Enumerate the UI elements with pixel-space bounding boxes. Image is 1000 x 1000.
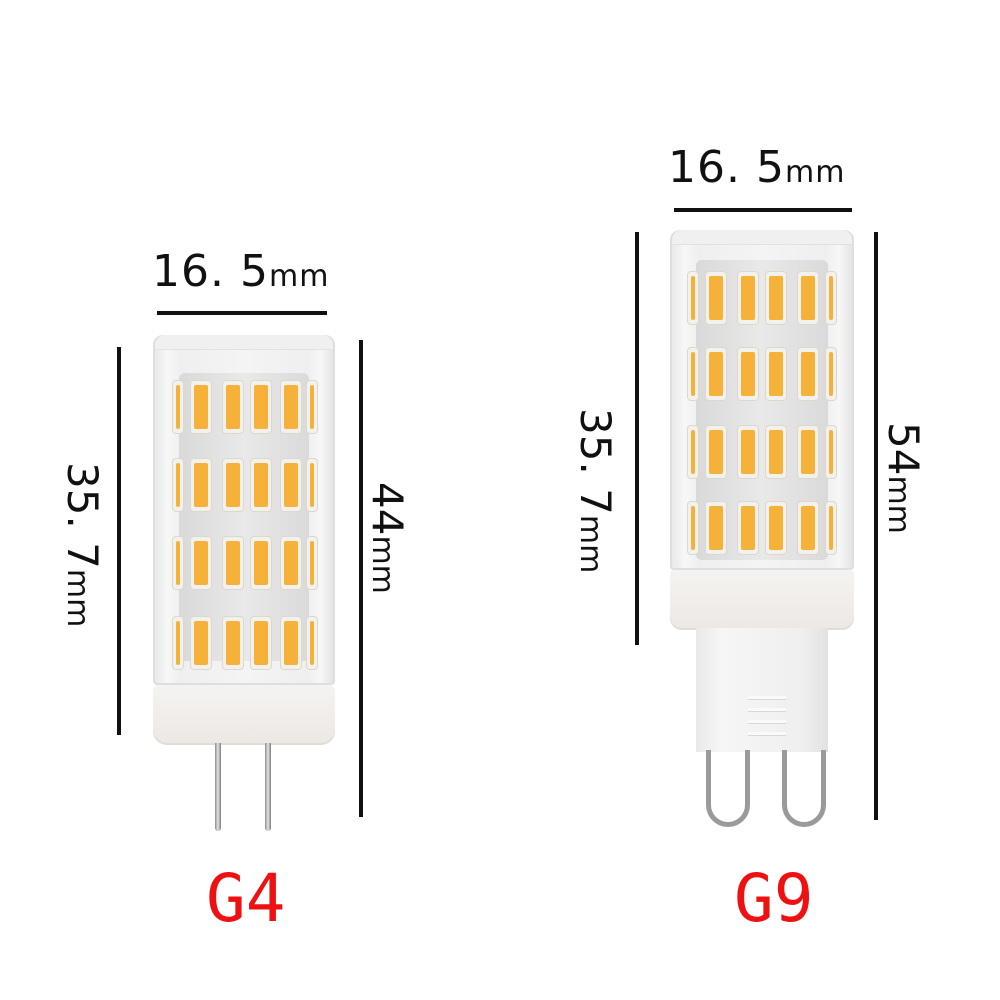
g4-width-dimension-line xyxy=(157,311,327,315)
g4-led-row xyxy=(153,381,335,433)
g9-shell-height-dimension-line xyxy=(635,232,639,645)
g9-pin-left xyxy=(706,750,750,827)
g9-total-height-value: 54 xyxy=(879,422,928,476)
g4-led-row xyxy=(153,537,335,589)
g9-led-row xyxy=(670,502,854,554)
g4-total-height-dimension-line xyxy=(359,340,363,817)
g9-width-unit: mm xyxy=(784,155,846,190)
g4-led-row xyxy=(153,459,335,511)
g4-ceramic-base xyxy=(153,685,335,745)
g4-led-row xyxy=(153,617,335,669)
g9-shell-height-unit: mm xyxy=(573,514,608,574)
g4-shell-height-dimension-line xyxy=(117,347,121,735)
g4-width-value: 16. 5 xyxy=(152,246,269,297)
g9-shell-height-value: 35. 7 xyxy=(571,408,620,515)
g4-total-height-label: 44mm xyxy=(363,482,412,594)
g9-shell-height-label: 35. 7mm xyxy=(571,408,620,574)
g4-total-height-value: 44 xyxy=(363,482,412,536)
g4-bulb-shell xyxy=(153,335,335,685)
g9-width-dimension-line xyxy=(674,208,852,212)
g9-total-height-unit: mm xyxy=(881,475,916,534)
g4-shell-height-label: 35. 7mm xyxy=(58,462,107,628)
g9-width-label: 16. 5mm xyxy=(668,146,845,190)
g9-width-value: 16. 5 xyxy=(668,142,785,193)
g9-led-row xyxy=(670,272,854,324)
g9-total-height-label: 54mm xyxy=(879,422,928,534)
g4-pin-right xyxy=(265,743,271,831)
g9-led-row xyxy=(670,426,854,478)
g4-total-height-unit: mm xyxy=(365,535,400,594)
g4-shell-height-unit: mm xyxy=(60,568,95,628)
g4-shell-height-value: 35. 7 xyxy=(58,462,107,569)
g4-width-label: 16. 5mm xyxy=(152,250,329,294)
g9-total-height-dimension-line xyxy=(874,232,878,820)
g9-type-label: G9 xyxy=(734,860,814,937)
g4-pin-left xyxy=(215,743,221,831)
g9-bulb-image xyxy=(670,230,854,830)
g9-pin-right xyxy=(782,750,826,827)
g9-ceramic-base xyxy=(670,570,854,630)
g4-type-label: G4 xyxy=(206,860,286,937)
g4-bulb-image xyxy=(153,335,335,835)
g4-width-unit: mm xyxy=(268,259,330,294)
g9-led-row xyxy=(670,348,854,400)
g9-ceramic-block xyxy=(696,628,828,752)
g9-bulb-shell xyxy=(670,230,854,570)
